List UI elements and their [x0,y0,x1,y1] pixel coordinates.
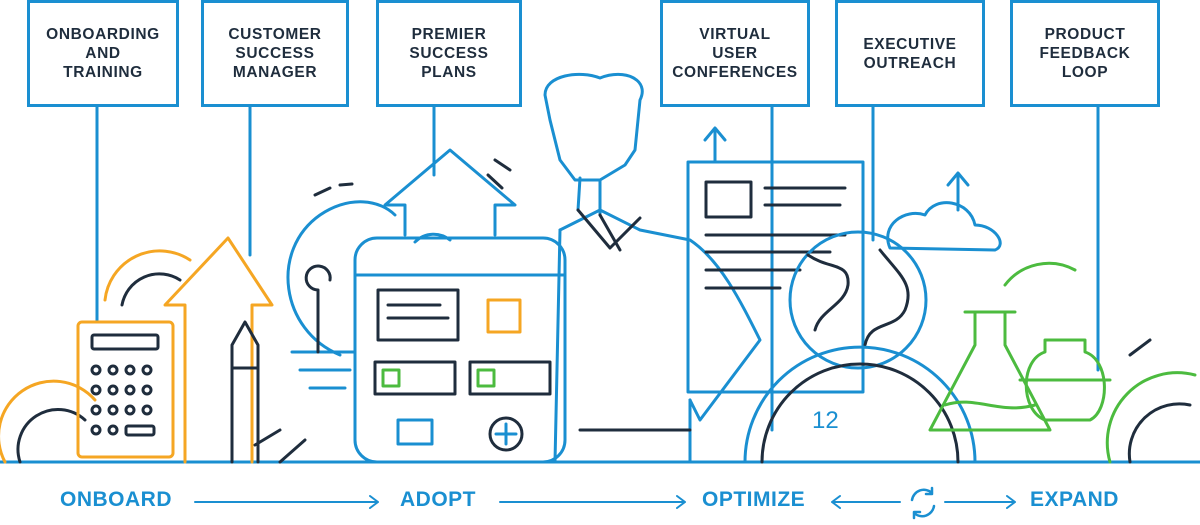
pencil-icon [230,320,260,464]
program-box-virtual-conferences: VIRTUAL USER CONFERENCES [660,0,810,107]
program-label: CUSTOMER SUCCESS MANAGER [228,26,322,81]
stage-onboard: ONBOARD [60,488,172,511]
program-label: ONBOARDING AND TRAINING [46,26,160,81]
program-label: PREMIER SUCCESS PLANS [409,26,489,81]
cycle-icon [910,486,936,520]
mobile-app-icon [353,236,567,464]
program-box-csm: CUSTOMER SUCCESS MANAGER [201,0,349,107]
clock-icon: 12 [743,345,977,464]
flask-icon [928,310,1112,432]
program-label: PRODUCT FEEDBACK LOOP [1039,26,1131,81]
flow-arrows [194,495,1016,509]
gear-icon [1003,261,1197,464]
calculator-icon [76,320,175,459]
up-arrow-icon [163,236,274,464]
program-label: EXECUTIVE OUTREACH [863,35,957,72]
stage-adopt: ADOPT [400,488,476,511]
lightbulb-icon [286,200,397,390]
globe-icon [788,230,928,370]
program-box-feedback: PRODUCT FEEDBACK LOOP [1010,0,1160,107]
cloud-icon [886,171,1002,252]
stage-expand: EXPAND [1030,488,1119,511]
stage-optimize: OPTIMIZE [702,488,806,511]
program-box-premier: PREMIER SUCCESS PLANS [376,0,522,107]
person-illustration [413,72,762,464]
document-icon [686,126,865,394]
svg-text:12: 12 [812,407,839,434]
decorative-dashes [253,158,1152,464]
program-box-onboarding: ONBOARDING AND TRAINING [27,0,179,107]
program-label: VIRTUAL USER CONFERENCES [672,26,798,81]
up-arrow-icon [383,148,517,237]
gear-icon [0,249,192,464]
program-box-executive: EXECUTIVE OUTREACH [835,0,985,107]
